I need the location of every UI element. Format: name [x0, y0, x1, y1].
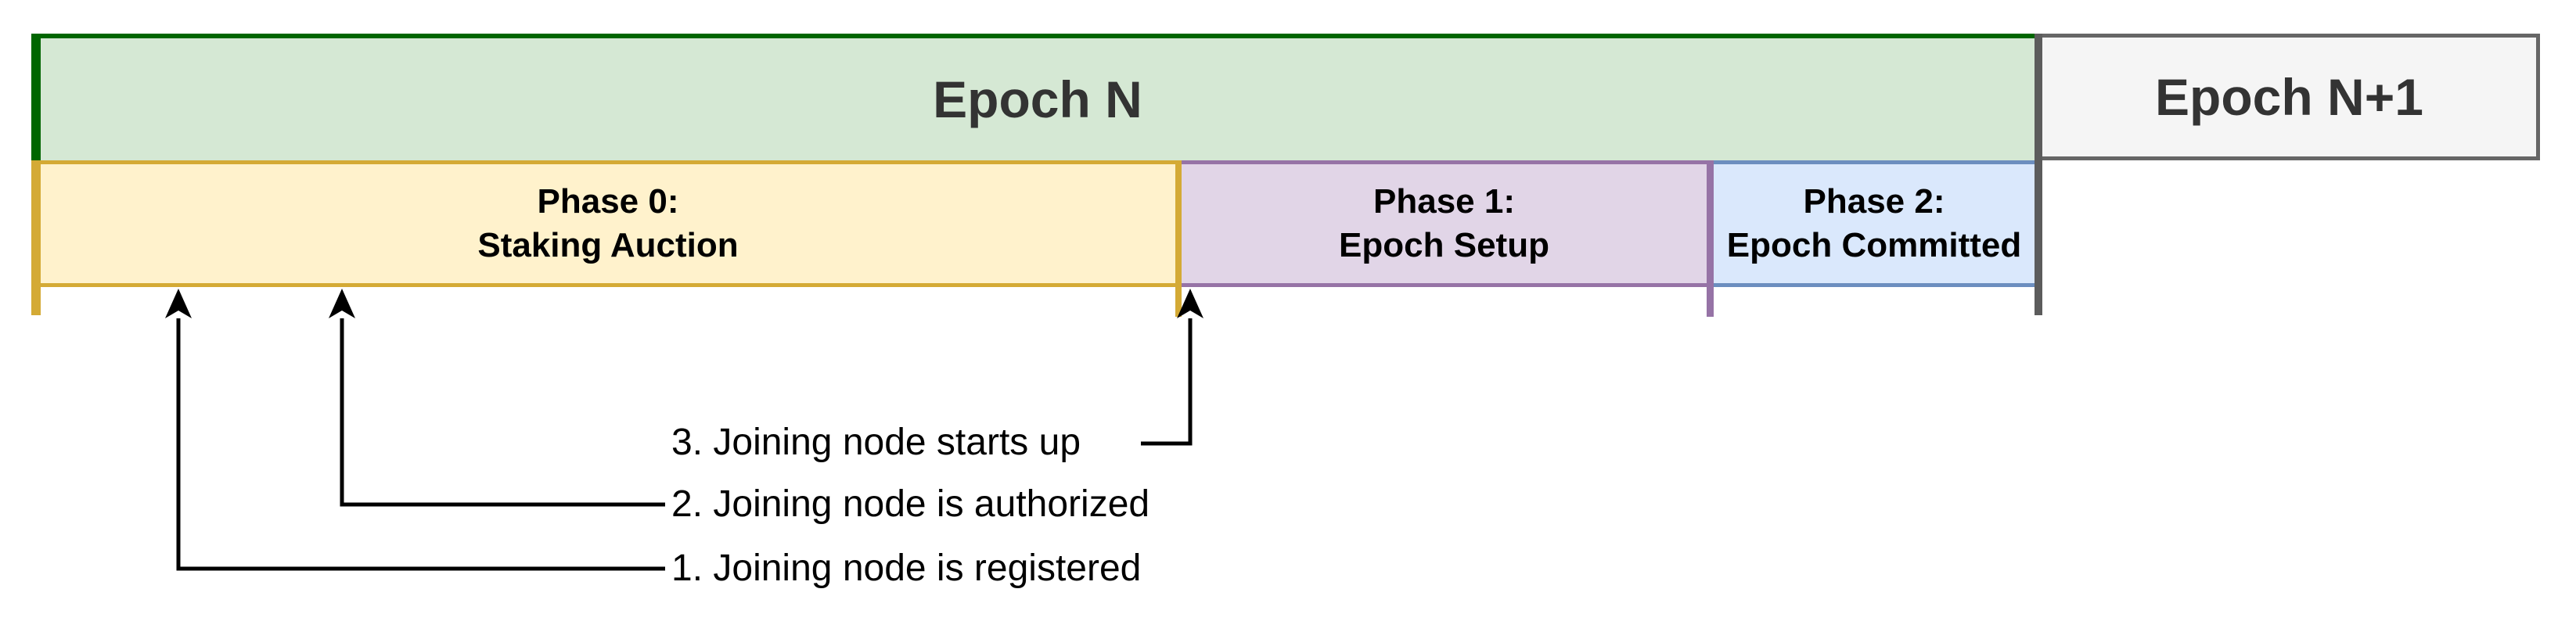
phase-1-name: Phase 1:	[1373, 182, 1515, 221]
phase-2-subtitle: Epoch Committed	[1726, 226, 2022, 264]
epoch-n1-label: Epoch N+1	[2155, 68, 2423, 126]
phase-2-name: Phase 2:	[1803, 182, 1945, 221]
phase-0-name: Phase 0:	[537, 182, 679, 221]
epoch-boundary-divider	[2035, 34, 2042, 315]
phase-1-box: Phase 1: Epoch Setup	[1182, 160, 1714, 287]
event-3-connector	[1141, 318, 1193, 446]
phase-0-subtitle: Staking Auction	[477, 226, 739, 264]
phase-1-subtitle: Epoch Setup	[1339, 226, 1549, 264]
epoch-n1-bar: Epoch N+1	[2042, 34, 2540, 160]
event-2-arrowhead-icon	[329, 289, 355, 318]
event-1-label: 1. Joining node is registered	[671, 548, 1142, 589]
phase-0-box: Phase 0: Staking Auction	[31, 160, 1182, 287]
epoch-n-bar: Epoch N	[31, 34, 2035, 160]
event-3-arrowhead-icon	[1177, 289, 1203, 318]
phase-2-box: Phase 2: Epoch Committed	[1714, 160, 2035, 287]
epoch-n-label: Epoch N	[933, 70, 1142, 128]
event-3-label: 3. Joining node starts up	[671, 422, 1081, 463]
event-1-arrowhead-icon	[165, 289, 192, 318]
phase-0-left-tick	[31, 287, 41, 315]
event-2-label: 2. Joining node is authorized	[671, 483, 1150, 525]
phase-1-right-tick	[1707, 287, 1714, 317]
event-2-connector	[340, 318, 665, 507]
event-1-connector	[176, 318, 665, 571]
phase-0-right-tick	[1175, 287, 1182, 317]
